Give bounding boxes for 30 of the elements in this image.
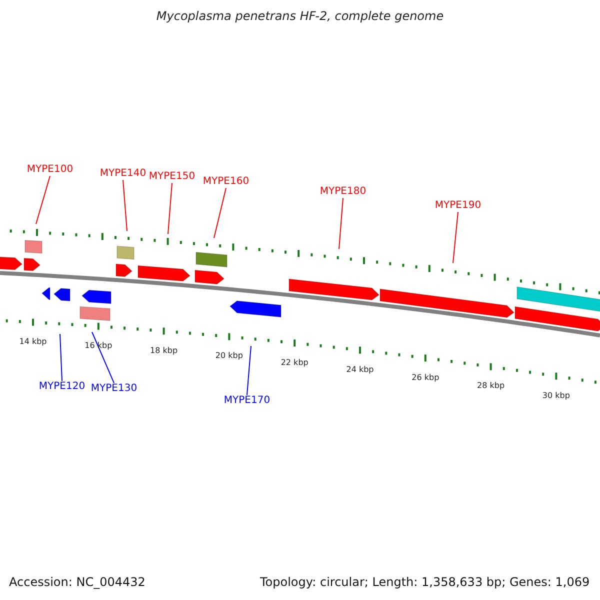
gene-label: MYPE140	[100, 168, 146, 180]
gene-label: MYPE170	[224, 395, 270, 407]
position-label: 22 kbp	[280, 358, 308, 368]
gene-label: MYPE160	[202, 176, 250, 188]
leader-line	[92, 332, 114, 384]
gene-label: MYPE190	[434, 200, 482, 212]
gene-label: MYPE120	[38, 381, 86, 393]
leader-line	[122, 180, 128, 232]
leader-line	[36, 176, 50, 224]
leader-line	[246, 346, 252, 396]
position-label: 24 kbp	[346, 364, 374, 375]
genome-info-label: Topology: circular; Length: 1,358,633 bp; Genes: 1,069	[260, 575, 590, 589]
gene-label: MYPE150	[148, 171, 196, 183]
leader-line	[452, 212, 458, 264]
gene-label: MYPE100	[26, 164, 74, 176]
position-label: 30 kbp	[542, 390, 570, 401]
position-label: 20 kbp	[215, 351, 243, 362]
gene-label: MYPE130	[90, 383, 138, 395]
position-label: 14 kbp	[19, 336, 47, 347]
position-label: 28 kbp	[477, 381, 505, 392]
position-label: 16 kbp	[84, 340, 112, 351]
leader-line	[168, 182, 172, 234]
leader-line	[338, 198, 344, 250]
gene-label: MYPE180	[320, 186, 366, 198]
title: Mycoplasma penetrans HF-2, complete genome	[156, 9, 444, 23]
position-label: 18 kbp	[150, 346, 178, 356]
leader-line	[60, 334, 62, 382]
leader-line	[214, 188, 226, 238]
position-label: 26 kbp	[412, 372, 440, 383]
accession-label: Accession: NC_004432	[9, 575, 146, 589]
